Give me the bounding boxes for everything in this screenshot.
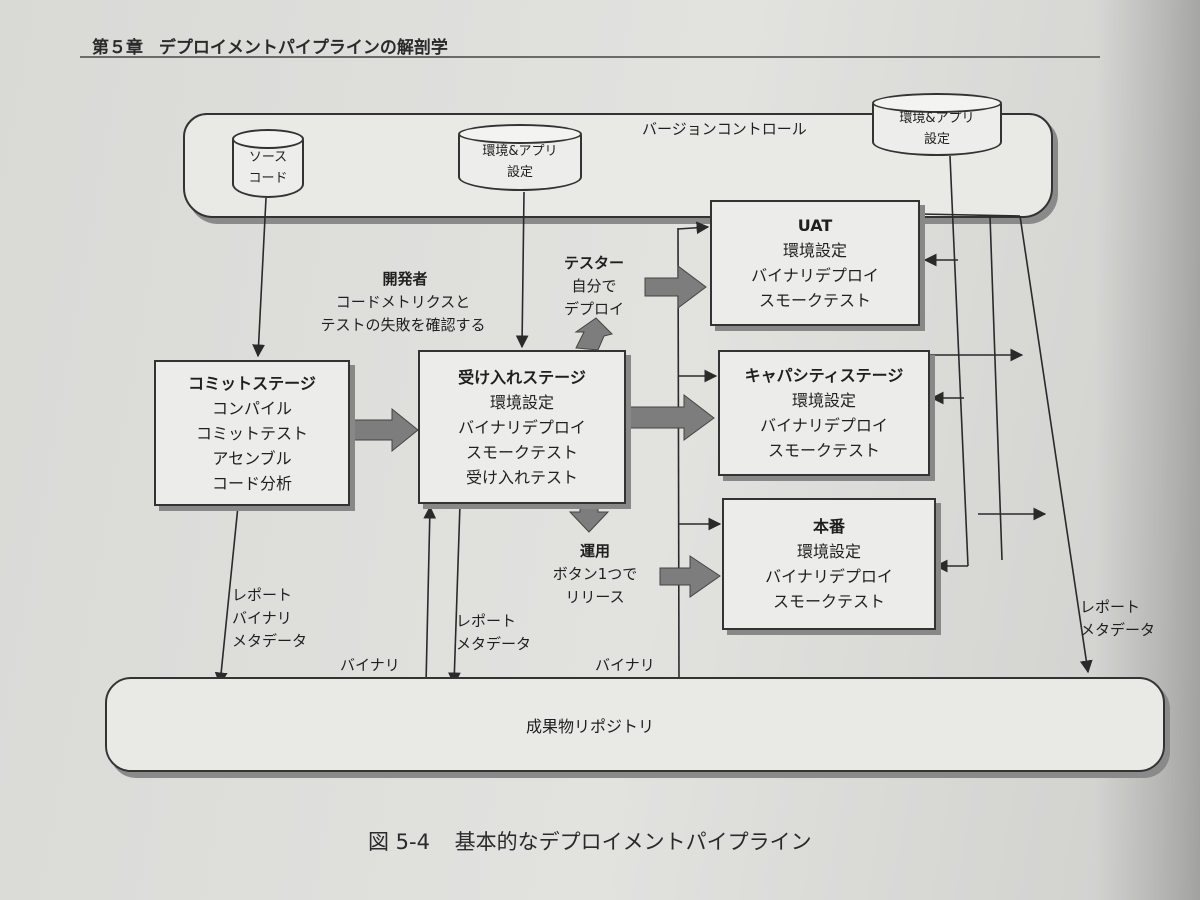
capacity-stage-line-2: バイナリデプロイ <box>760 416 888 435</box>
production-stage-line-3: スモークテスト <box>772 592 885 611</box>
commit-to-repo-arrow <box>214 505 239 686</box>
production-stage-line-1: 環境設定 <box>796 542 861 561</box>
commit-stage-line-1: コンパイル <box>211 398 292 418</box>
env-app-config-line-2: 設定 <box>506 165 533 180</box>
ops-note-line-1: ボタン1つで <box>552 565 638 583</box>
external-env-config-cylinder: 環境&アプリ 設定 <box>872 93 1002 156</box>
tester-note: テスター 自分で デプロイ <box>554 252 634 321</box>
source-code-cylinder: ソース コード <box>232 129 304 198</box>
uat-stage-line-2: バイナリデプロイ <box>751 266 879 285</box>
figure-caption: 図 5-4 基本的なデプロイメントパイプライン <box>368 826 812 856</box>
binary-to-uat-arrow <box>677 221 710 235</box>
acceptance-stage-line-4: 受け入れテスト <box>465 467 578 487</box>
acceptance-stage-box: 受け入れステージ 環境設定 バイナリデプロイ スモークテスト 受け入れテスト <box>418 350 626 504</box>
acceptance-stage-line-3: スモークテスト <box>465 442 578 462</box>
result-trunk-line <box>1019 215 1093 674</box>
source-code-line-1: ソース <box>248 150 288 165</box>
developer-note-title: 開発者 <box>382 270 428 288</box>
commit-stage-line-4: コード分析 <box>211 473 292 493</box>
result-trunk-line-2 <box>989 215 1003 561</box>
acceptance-stage-line-2: バイナリデプロイ <box>458 417 586 437</box>
commit-to-repo-label: レポート バイナリ メタデータ <box>232 584 307 653</box>
chapter-number: 第５章 <box>92 38 143 58</box>
uat-stage-box: UAT 環境設定 バイナリデプロイ スモークテスト <box>710 200 920 326</box>
artifact-repository-label: 成果物リポジトリ <box>525 716 654 736</box>
commit-metadata-label: メタデータ <box>232 632 308 650</box>
chapter-title: デプロイメントパイプラインの解剖学 <box>158 38 448 58</box>
production-stage-box: 本番 環境設定 バイナリデプロイ スモークテスト <box>722 498 936 630</box>
commit-stage-line-2: コミットテスト <box>195 423 308 443</box>
ops-to-production-thick-arrow <box>659 555 721 598</box>
capacity-stage-line-1: 環境設定 <box>791 391 856 410</box>
acceptance-stage-title: 受け入れステージ <box>458 367 586 387</box>
external-config-line-1: 環境&アプリ <box>899 111 975 126</box>
commit-stage-title: コミットステージ <box>188 373 316 393</box>
env-app-config-cylinder: 環境&アプリ 設定 <box>458 124 582 191</box>
developer-note-line-2: テストの失敗を確認する <box>320 316 486 334</box>
repo-to-acceptance-label: バイナリ <box>340 656 400 674</box>
acceptance-report-label: レポート <box>456 612 517 630</box>
acceptance-to-repo-arrow <box>447 503 461 686</box>
later-to-repo-label: レポート メタデータ <box>1080 596 1155 642</box>
uat-output-line <box>919 213 1021 217</box>
chapter-header: 第５章 デプロイメントパイプラインの解剖学 <box>92 33 448 58</box>
tester-note-line-1: 自分で <box>571 277 617 295</box>
commit-report-label: レポート <box>232 586 293 604</box>
source-code-line-2: コード <box>248 171 288 186</box>
external-config-line-a <box>949 155 969 567</box>
commit-stage-box: コミットステージ コンパイル コミットテスト アセンブル コード分析 <box>154 360 350 506</box>
later-report-label: レポート <box>1080 598 1141 616</box>
uat-stage-line-1: 環境設定 <box>782 241 847 260</box>
developer-note: 開発者 <box>340 268 470 291</box>
uat-stage-title: UAT <box>797 216 833 235</box>
production-stage-title: 本番 <box>812 517 845 536</box>
acceptance-stage-line-1: 環境設定 <box>489 392 554 412</box>
figure-title: 基本的なデプロイメントパイプライン <box>454 830 812 854</box>
acceptance-metadata-label: メタデータ <box>456 635 532 653</box>
env-app-config-line-1: 環境&アプリ <box>482 144 558 159</box>
header-rule <box>80 56 1100 58</box>
tester-note-title: テスター <box>563 254 624 272</box>
figure-number: 図 5-4 <box>368 830 430 854</box>
acceptance-to-ops-thick-arrow <box>568 505 610 533</box>
developer-note-line-1: コードメトリクスと <box>335 293 471 311</box>
external-config-line-2: 設定 <box>923 132 950 147</box>
version-control-label: バージョンコントロール <box>642 120 807 138</box>
capacity-stage-line-3: スモークテスト <box>767 441 880 460</box>
commit-binary-label: バイナリ <box>232 609 292 627</box>
ops-note-title: 運用 <box>579 542 610 560</box>
ops-note: 運用 ボタン1つで リリース <box>530 540 660 609</box>
uat-stage-line-3: スモークテスト <box>758 291 871 310</box>
tester-note-line-2: デプロイ <box>563 300 624 318</box>
acceptance-to-tester-thick-arrow <box>574 317 613 351</box>
commit-to-acceptance-thick-arrow <box>350 407 419 453</box>
commit-stage-line-3: アセンブル <box>212 448 292 468</box>
capacity-stage-title: キャパシティステージ <box>744 366 904 385</box>
acceptance-to-capacity-thick-arrow <box>626 393 715 441</box>
later-metadata-label: メタデータ <box>1080 621 1156 639</box>
developer-note-body: コードメトリクスと テストの失敗を確認する <box>298 291 508 337</box>
repo-to-acceptance-arrow <box>423 505 437 685</box>
source-to-commit-arrow <box>252 197 267 358</box>
config-to-acceptance-arrow <box>515 191 529 349</box>
artifact-repository-band: 成果物リポジトリ <box>105 677 1165 772</box>
repo-to-later-stages-label: バイナリ <box>595 656 655 674</box>
capacity-stage-box: キャパシティステージ 環境設定 バイナリデプロイ スモークテスト <box>718 350 930 476</box>
tester-to-uat-thick-arrow <box>644 265 707 309</box>
acceptance-to-repo-label: レポート メタデータ <box>456 610 531 656</box>
production-stage-line-2: バイナリデプロイ <box>765 567 893 586</box>
ops-note-line-2: リリース <box>565 588 625 606</box>
